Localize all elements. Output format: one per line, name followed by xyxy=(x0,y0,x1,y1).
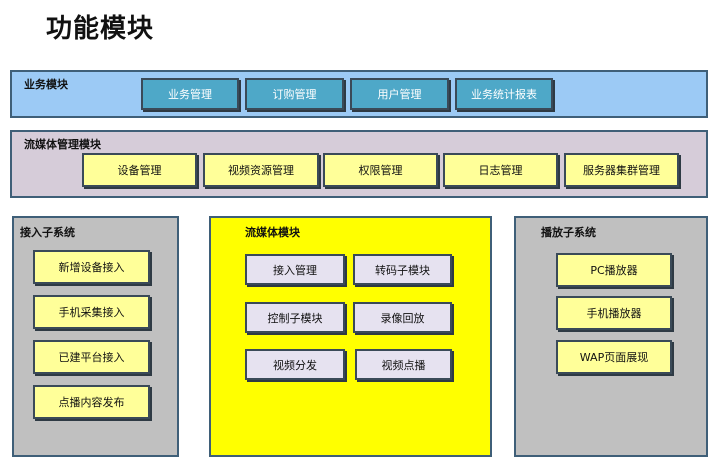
page-title: 功能模块 xyxy=(46,14,155,44)
transcoding-submodule-box: 转码子模块 xyxy=(353,254,452,285)
business-module-panel: 业务模块 业务管理 订购管理 用户管理 业务统计报表 xyxy=(10,70,708,118)
video-on-demand-box: 视频点播 xyxy=(355,349,452,380)
business-module-label: 业务模块 xyxy=(24,78,68,91)
log-mgmt-box: 日志管理 xyxy=(443,153,558,187)
streaming-module-panel: 流媒体模块 接入管理 转码子模块 控制子模块 录像回放 视频分发 视频点播 xyxy=(209,216,492,457)
access-mgmt-box: 接入管理 xyxy=(245,254,345,285)
recording-playback-box: 录像回放 xyxy=(353,302,452,333)
order-mgmt-box: 订购管理 xyxy=(245,78,344,110)
mobile-player-box: 手机播放器 xyxy=(556,296,672,330)
business-stats-report-box: 业务统计报表 xyxy=(455,78,553,110)
server-cluster-mgmt-box: 服务器集群管理 xyxy=(564,153,679,187)
streaming-module-label: 流媒体模块 xyxy=(245,226,300,239)
vod-content-publish-box: 点播内容发布 xyxy=(33,385,150,419)
control-submodule-box: 控制子模块 xyxy=(245,302,345,333)
streaming-mgmt-module-panel: 流媒体管理模块 设备管理 视频资源管理 权限管理 日志管理 服务器集群管理 xyxy=(10,130,708,198)
video-distribution-box: 视频分发 xyxy=(245,349,345,380)
access-subsystem-panel: 接入子系统 新增设备接入 手机采集接入 已建平台接入 点播内容发布 xyxy=(12,216,179,457)
streaming-mgmt-module-label: 流媒体管理模块 xyxy=(24,138,101,151)
player-subsystem-label: 播放子系统 xyxy=(541,226,596,239)
access-subsystem-label: 接入子系统 xyxy=(20,226,75,239)
device-mgmt-box: 设备管理 xyxy=(82,153,197,187)
user-mgmt-box: 用户管理 xyxy=(350,78,449,110)
pc-player-box: PC播放器 xyxy=(556,253,672,287)
video-resource-mgmt-box: 视频资源管理 xyxy=(203,153,319,187)
mobile-capture-access-box: 手机采集接入 xyxy=(33,295,150,329)
new-device-access-box: 新增设备接入 xyxy=(33,250,150,284)
wap-page-display-box: WAP页面展现 xyxy=(556,340,672,374)
existing-platform-access-box: 已建平台接入 xyxy=(33,340,150,374)
permission-mgmt-box: 权限管理 xyxy=(323,153,438,187)
business-mgmt-box: 业务管理 xyxy=(141,78,239,110)
player-subsystem-panel: 播放子系统 PC播放器 手机播放器 WAP页面展现 xyxy=(514,216,708,457)
